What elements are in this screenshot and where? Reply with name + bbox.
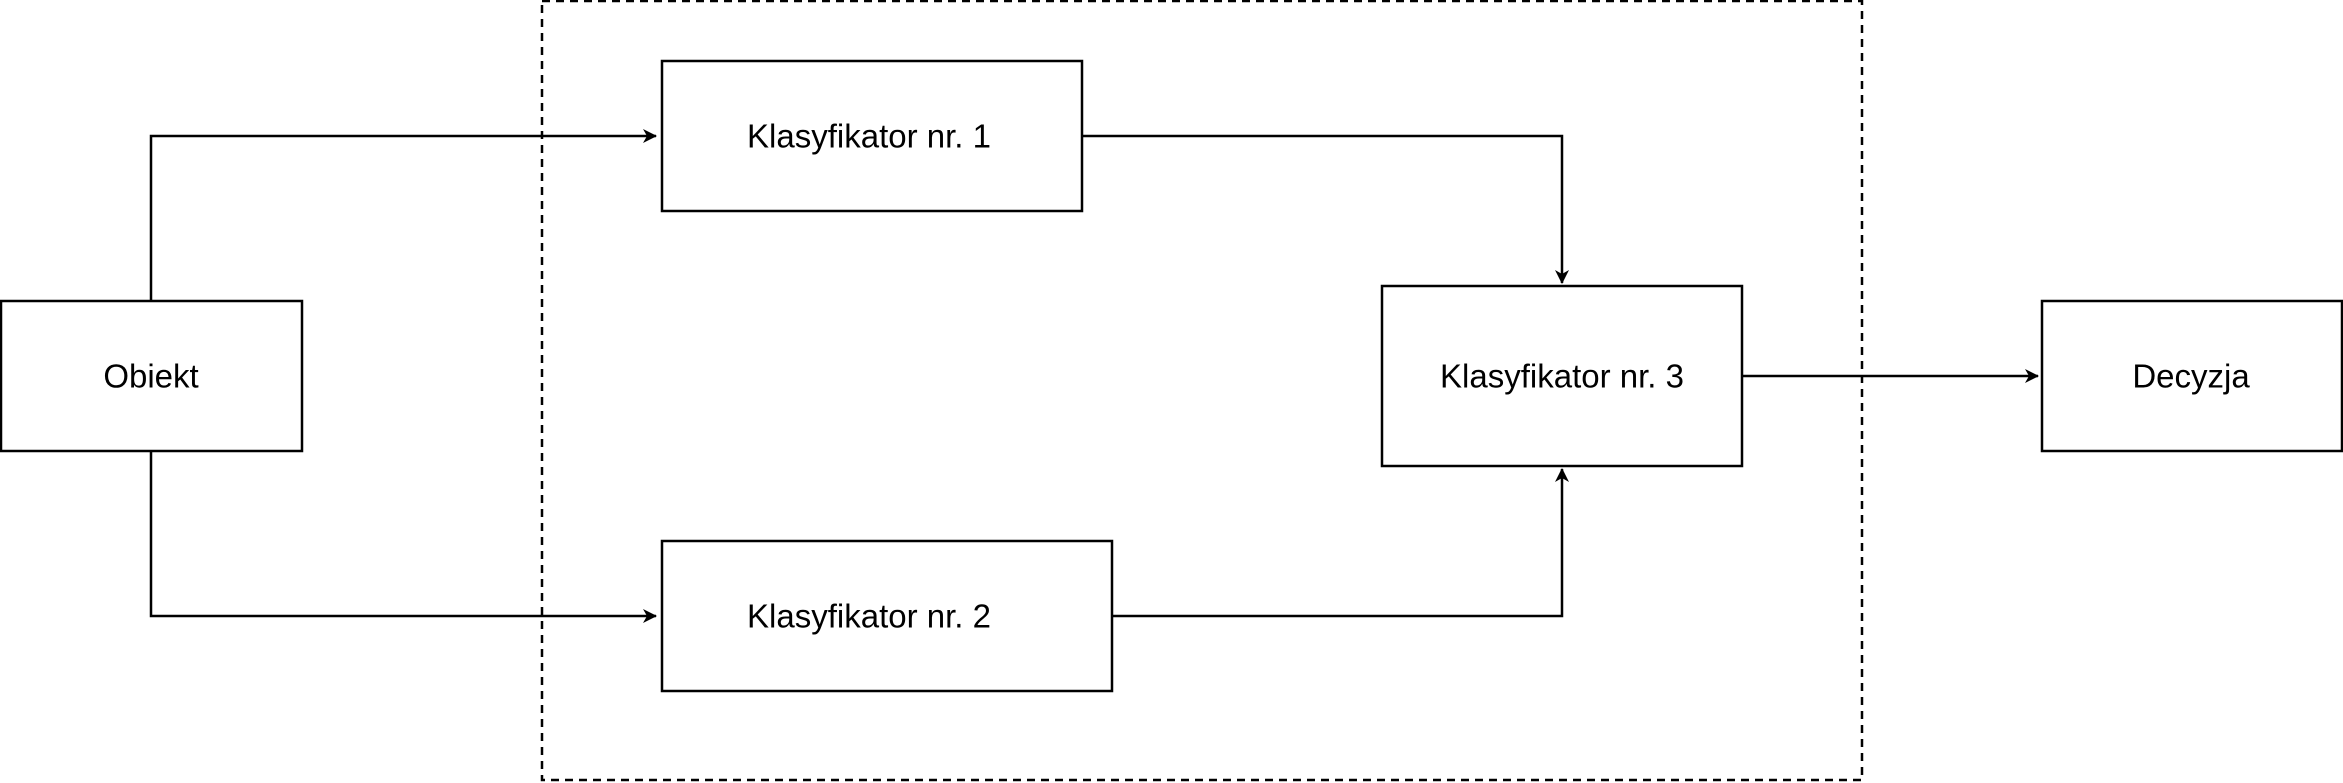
node-classifier-2-box: [660, 539, 1114, 693]
node-classifier-3-label: Klasyfikator nr. 3: [1440, 358, 1684, 395]
node-classifier-2: Klasyfikator nr. 2: [660, 539, 1114, 693]
node-classifier-1: Klasyfikator nr. 1: [660, 59, 1084, 213]
node-input: Obiekt: [0, 299, 304, 453]
node-classifier-1-label: Klasyfikator nr. 1: [747, 118, 991, 155]
node-classifier-1-box: [660, 59, 1084, 213]
node-output-label: Decyzja: [2132, 358, 2250, 395]
node-classifier-3: Klasyfikator nr. 3: [1380, 284, 1744, 468]
edge-classifier-1-to-classifier-3: [1082, 134, 1569, 284]
edge-input-to-classifier-2: [149, 452, 657, 623]
node-input-box: [0, 299, 304, 453]
ensemble-group-frame: [540, 0, 1864, 782]
node-output: Decyzja: [2040, 299, 2343, 453]
edge-classifier-2-to-classifier-3: [1113, 468, 1569, 618]
node-classifier-3-box: [1380, 284, 1744, 468]
node-classifier-2-label: Klasyfikator nr. 2: [747, 598, 991, 635]
edge-input-to-classifier-1: [149, 129, 657, 300]
node-input-label: Obiekt: [103, 358, 198, 395]
node-output-box: [2040, 299, 2343, 453]
